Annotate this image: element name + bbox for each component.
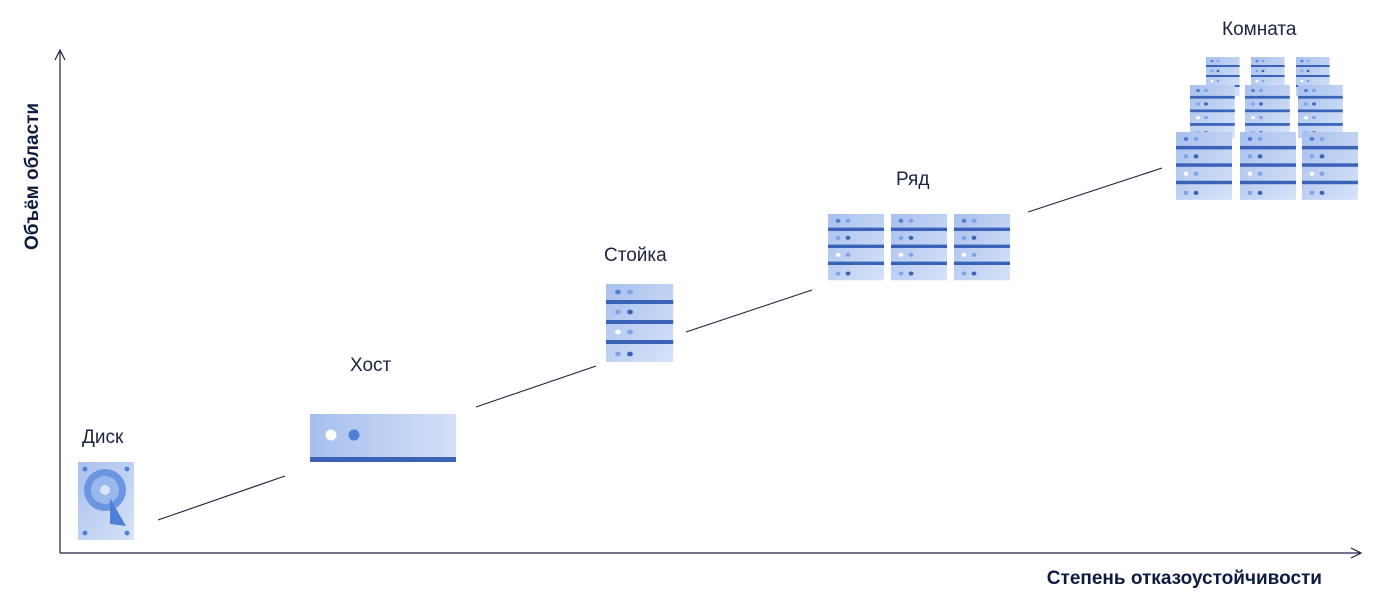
- row-icon: [828, 214, 1010, 281]
- connector-lines: [157, 167, 1163, 521]
- stage-label-rack: Стойка: [604, 245, 667, 266]
- x-axis-label: Степень отказоустойчивости: [1047, 568, 1322, 589]
- axes: [54, 48, 1363, 559]
- disk-icon: [78, 462, 134, 540]
- room-icon: [1176, 57, 1358, 200]
- connector-row-room: [1027, 167, 1163, 213]
- stage-label-row: Ряд: [896, 169, 929, 190]
- connector-host-rack: [475, 365, 597, 408]
- y-axis-label: Объём области: [22, 103, 43, 250]
- rack-icon: [606, 284, 674, 362]
- host-server-icon: [310, 414, 456, 462]
- x-axis-arrow-icon: [1350, 547, 1363, 559]
- connector-disk-host: [157, 475, 286, 521]
- stage-label-room: Комната: [1222, 19, 1297, 40]
- y-axis-arrow-icon: [54, 48, 66, 61]
- stage-label-disk: Диск: [82, 427, 124, 448]
- stage-label-host: Хост: [350, 355, 392, 376]
- connector-rack-row: [685, 289, 813, 333]
